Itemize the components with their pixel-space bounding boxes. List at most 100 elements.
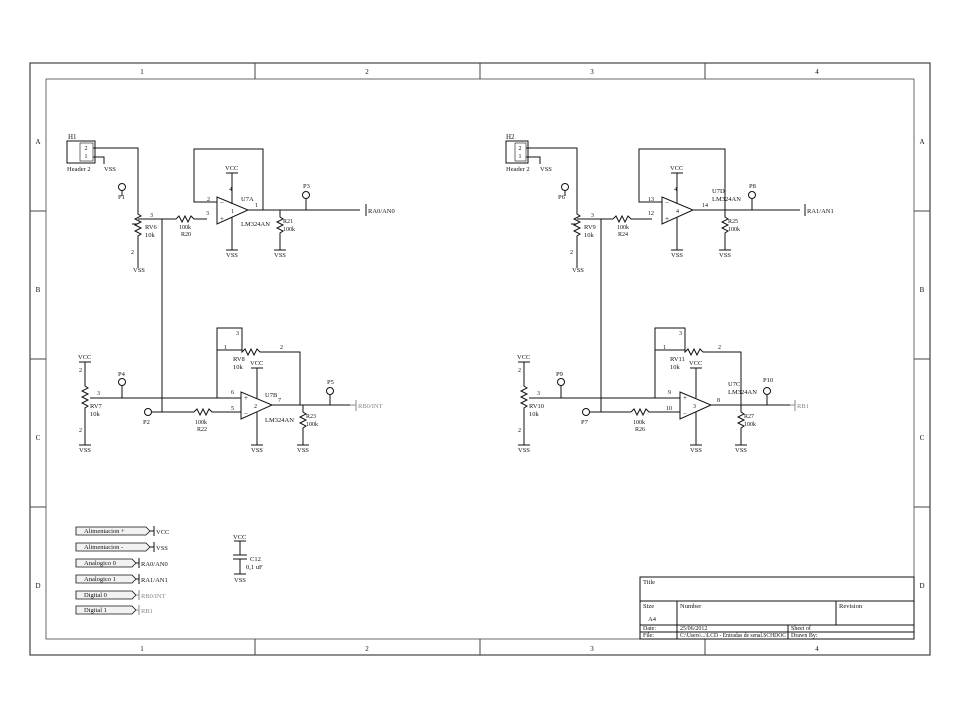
probe-p10: P10	[763, 377, 773, 384]
pot-rv10: RV10	[529, 403, 544, 410]
svg-text:VSS: VSS	[671, 252, 683, 259]
opamp-u7a-ref: U7A	[241, 196, 254, 203]
svg-text:2: 2	[254, 404, 257, 410]
row-label-d-right: D	[919, 582, 924, 590]
svg-text:VSS: VSS	[234, 577, 246, 584]
date-label: Date:	[643, 626, 656, 632]
svg-text:Alimentacion -: Alimentacion -	[84, 544, 123, 551]
port-digital-1: Digital 1 RB1	[75, 605, 153, 615]
port-digital-0: Digital 0 RB0/INT	[75, 590, 166, 600]
svg-text:Digital 0: Digital 0	[84, 592, 107, 599]
revision-label: Revision	[839, 603, 863, 610]
port-alimentacion-plus: Alimentacion + VCC	[75, 526, 169, 536]
svg-text:VSS: VSS	[79, 447, 91, 454]
svg-text:VSS: VSS	[540, 166, 552, 173]
svg-text:VCC: VCC	[250, 360, 263, 367]
net-label-ra1: RA1/AN1	[807, 208, 834, 215]
svg-text:1: 1	[663, 345, 666, 351]
svg-text:VCC: VCC	[156, 529, 169, 536]
probe-p9: P9	[556, 371, 563, 378]
opamp-u7d-ref: U7D	[712, 188, 725, 195]
svg-text:10k: 10k	[529, 411, 540, 418]
header-h1-type: Header 2	[67, 166, 91, 173]
svg-text:2: 2	[519, 146, 522, 152]
svg-text:7: 7	[278, 398, 281, 404]
svg-text:1: 1	[85, 154, 88, 160]
svg-text:VSS: VSS	[735, 447, 747, 454]
col-label-2-bottom: 2	[365, 645, 369, 653]
svg-text:VSS: VSS	[274, 252, 286, 259]
header-h2: H2 2 1 Header 2 VSS	[505, 133, 578, 212]
svg-text:VCC: VCC	[517, 354, 530, 361]
svg-text:−: −	[683, 410, 687, 418]
svg-text:RA0/AN0: RA0/AN0	[141, 561, 168, 568]
analog-channel-1: P6 RV9 10k 3 2 VSS 100k R24 12 − + 4 U7D…	[558, 148, 834, 412]
pot-rv7: RV7	[90, 403, 103, 410]
svg-text:12: 12	[648, 211, 654, 217]
row-label-d: D	[35, 582, 40, 590]
svg-text:3: 3	[236, 331, 239, 337]
svg-text:C12: C12	[250, 556, 261, 563]
digital-channel-1: VCC VSS 2 2 RV10 10k 3 P9 P7 100k R26 9 …	[517, 327, 809, 454]
row-label-c: C	[36, 434, 41, 442]
svg-text:100k: 100k	[744, 422, 756, 428]
svg-text:1: 1	[231, 209, 234, 215]
svg-text:VSS: VSS	[572, 267, 584, 274]
number-label: Number	[680, 603, 702, 610]
opamp-u7b-ref: U7B	[265, 392, 278, 399]
port-alimentacion-minus: Alimentacion - VSS	[75, 542, 168, 552]
pot-rv8: RV8	[233, 356, 245, 363]
svg-text:RB1: RB1	[141, 608, 153, 615]
svg-text:VCC: VCC	[233, 534, 246, 541]
svg-text:3: 3	[206, 211, 209, 217]
svg-text:VCC: VCC	[225, 165, 238, 172]
svg-text:1: 1	[519, 154, 522, 160]
probe-p3: P3	[303, 183, 310, 190]
svg-text:VCC: VCC	[670, 165, 683, 172]
svg-text:10k: 10k	[670, 364, 681, 371]
col-label-4: 4	[815, 68, 819, 76]
svg-text:RA1/AN1: RA1/AN1	[141, 577, 168, 584]
svg-text:10: 10	[666, 406, 672, 412]
svg-text:6: 6	[231, 390, 234, 396]
svg-text:−: −	[244, 410, 248, 418]
svg-text:100k: 100k	[633, 420, 645, 426]
resistor-r27: R27	[744, 414, 754, 420]
probe-p2: P2	[143, 419, 150, 426]
row-label-b: B	[36, 286, 41, 294]
svg-text:3: 3	[150, 213, 153, 219]
probe-p6: P6	[558, 194, 566, 201]
svg-text:0,1 uF: 0,1 uF	[246, 564, 263, 571]
svg-text:2: 2	[85, 146, 88, 152]
col-label-3: 3	[590, 68, 594, 76]
svg-text:VCC: VCC	[78, 354, 91, 361]
svg-text:1: 1	[224, 345, 227, 351]
header-h2-type: Header 2	[506, 166, 530, 173]
probe-p8: P8	[749, 183, 756, 190]
svg-text:Alimentacion +: Alimentacion +	[84, 528, 125, 535]
resistor-r22: R22	[197, 427, 207, 433]
svg-text:100k: 100k	[179, 225, 191, 231]
port-analogico-0: Analogico 0 RA0/AN0	[75, 558, 168, 568]
svg-text:Analogico 1: Analogico 1	[84, 576, 116, 583]
title-label: Title	[643, 579, 655, 586]
col-label-1: 1	[140, 68, 144, 76]
col-label-2: 2	[365, 68, 369, 76]
pot-rv6: RV6	[145, 224, 158, 231]
probe-p5: P5	[327, 379, 334, 386]
net-label-ra0: RA0/AN0	[368, 208, 395, 215]
svg-text:2: 2	[131, 250, 134, 256]
svg-text:3: 3	[693, 404, 696, 410]
resistor-r23: R23	[306, 414, 316, 420]
capacitor-c12: VCC C12 0,1 uF VSS	[233, 534, 263, 584]
svg-text:VSS: VSS	[104, 166, 116, 173]
svg-text:1: 1	[255, 203, 258, 209]
opamp-u7a-type: LM324AN	[241, 221, 270, 228]
svg-text:2: 2	[79, 368, 82, 374]
sheet-frame: 1 2 3 4 1 2 3 4 A B C D A B C D	[29, 62, 931, 656]
port-analogico-1: Analogico 1 RA1/AN1	[75, 574, 168, 584]
header-h1: H1 2 1 Header 2 VSS	[66, 133, 139, 212]
row-label-a-right: A	[919, 138, 924, 146]
